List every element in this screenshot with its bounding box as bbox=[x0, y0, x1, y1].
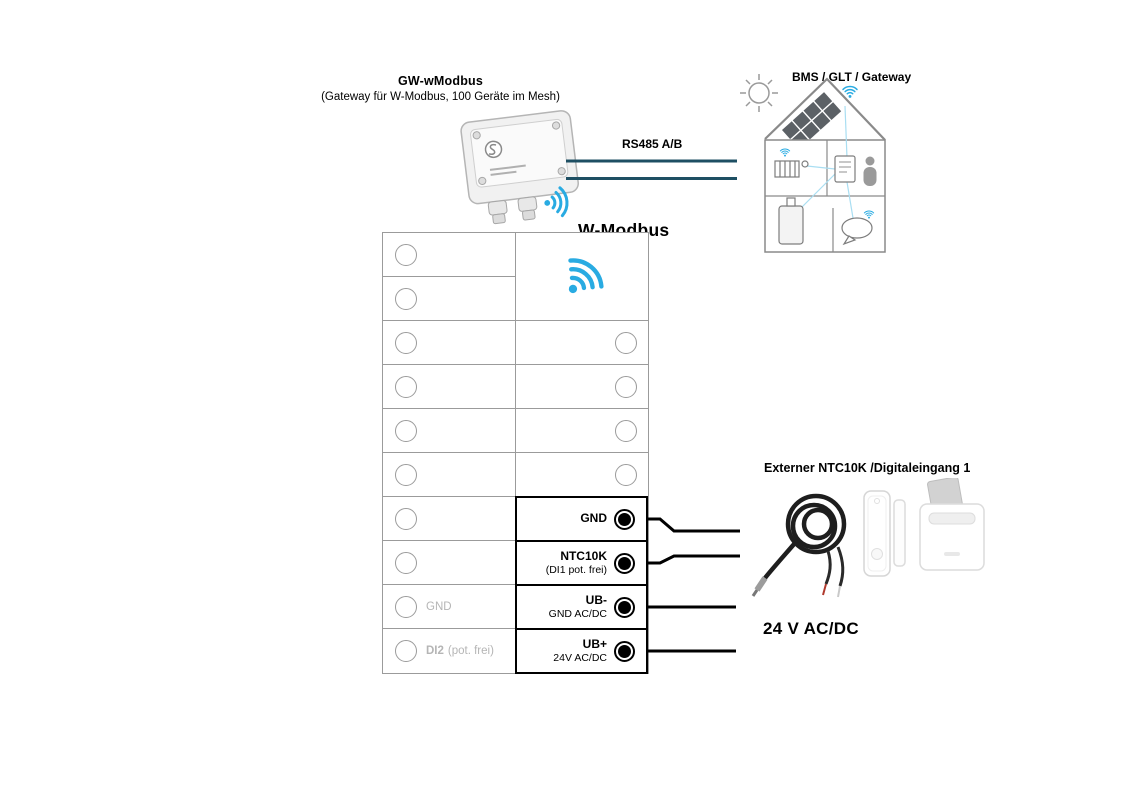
control-panel-icon bbox=[834, 155, 856, 183]
terminal-hole bbox=[395, 507, 417, 530]
terminal-left-cell bbox=[383, 365, 515, 409]
terminal-dot bbox=[614, 552, 635, 574]
wmodbus-wifi-icon bbox=[546, 240, 619, 313]
screw-icon bbox=[551, 121, 561, 130]
terminal-ub-plus: UB+ 24V AC/DC bbox=[515, 628, 648, 674]
terminal-hole bbox=[395, 331, 417, 354]
left-di2-label: DI2 (pot. frei) bbox=[426, 645, 494, 657]
terminal-left-cell bbox=[383, 233, 515, 277]
network-links bbox=[792, 105, 854, 219]
terminal-left-cell bbox=[383, 453, 515, 497]
terminal-hole bbox=[395, 287, 417, 310]
terminal-ub-minus-sublabel: GND AC/DC bbox=[548, 607, 607, 620]
roof-wifi-icon bbox=[843, 87, 857, 98]
rs485-label: RS485 A/B bbox=[622, 137, 683, 151]
door-contact-sensor bbox=[863, 490, 906, 577]
terminal-hole bbox=[395, 375, 417, 398]
terminal-left-cell bbox=[383, 409, 515, 453]
radiator-icon bbox=[774, 160, 809, 178]
gateway-caption: GW-wModbus (Gateway für W-Modbus, 100 Ge… bbox=[303, 74, 578, 103]
gateway-title: GW-wModbus bbox=[397, 74, 484, 88]
terminal-right-cell bbox=[516, 321, 649, 365]
terminal-gnd-label: GND bbox=[580, 511, 607, 526]
external-devices-illustration bbox=[751, 478, 985, 598]
terminal-ntc10k-sublabel: (DI1 pot. frei) bbox=[545, 563, 607, 576]
screw-icon bbox=[478, 176, 487, 186]
key-card-switch bbox=[919, 478, 985, 571]
terminal-ub-minus: UB- GND AC/DC bbox=[515, 584, 648, 630]
left-gnd-label: GND bbox=[426, 600, 452, 613]
device-lid bbox=[470, 118, 569, 188]
terminal-dot bbox=[614, 596, 635, 618]
terminal-ub-minus-label: UB- bbox=[585, 593, 607, 608]
terminal-left-cell-gnd: GND bbox=[383, 585, 515, 629]
device-print-lines bbox=[489, 164, 526, 176]
terminal-right-wifi-cell bbox=[516, 233, 649, 321]
terminal-hole bbox=[615, 463, 637, 486]
terminal-hole bbox=[615, 331, 637, 354]
terminal-dot bbox=[614, 508, 635, 530]
terminal-left-cell bbox=[383, 277, 515, 321]
device-wifi-icon bbox=[538, 182, 577, 221]
sensor-bubble-icon bbox=[841, 217, 873, 246]
building-illustration bbox=[740, 74, 886, 253]
terminal-left-cell bbox=[383, 321, 515, 365]
screw-icon bbox=[557, 167, 566, 176]
terminal-right-cell bbox=[516, 365, 649, 409]
ntc-cable-sensor bbox=[751, 493, 847, 598]
terminal-hole bbox=[395, 551, 417, 574]
cable-gland bbox=[487, 200, 508, 225]
terminal-hole bbox=[395, 595, 417, 618]
terminal-dot bbox=[614, 640, 635, 662]
terminal-ntc10k: NTC10K (DI1 pot. frei) bbox=[515, 540, 648, 586]
cable-gland bbox=[517, 196, 538, 221]
supply-voltage-label: 24 V AC/DC bbox=[763, 619, 859, 638]
terminal-right-cell bbox=[516, 409, 649, 453]
terminal-ub-plus-label: UB+ bbox=[582, 637, 607, 652]
terminal-hole bbox=[395, 640, 417, 662]
person-icon bbox=[863, 156, 877, 186]
terminal-hole bbox=[395, 419, 417, 442]
sun-icon bbox=[740, 74, 778, 112]
terminal-gnd: GND bbox=[515, 496, 648, 542]
terminal-hole bbox=[615, 419, 637, 442]
terminal-right-cell bbox=[516, 453, 649, 497]
terminal-left-cell bbox=[383, 541, 515, 585]
screw-icon bbox=[472, 131, 481, 140]
terminal-hole bbox=[395, 243, 417, 266]
terminal-block-left-column: GND DI2 (pot. frei) bbox=[383, 233, 516, 673]
terminal-hole bbox=[395, 463, 417, 486]
external-devices-label: Externer NTC10K /Digitaleingang 1 bbox=[764, 461, 971, 475]
terminal-left-cell bbox=[383, 497, 515, 541]
terminal-block: GND DI2 (pot. frei) GND NTC10 bbox=[382, 232, 649, 674]
gateway-device-illustration bbox=[460, 110, 579, 225]
boiler-icon bbox=[778, 197, 804, 245]
terminal-left-cell-di2: DI2 (pot. frei) bbox=[383, 629, 515, 673]
gateway-subtitle: (Gateway für W-Modbus, 100 Geräte im Mes… bbox=[321, 91, 560, 103]
bms-label: BMS / GLT / Gateway bbox=[792, 70, 912, 84]
roof bbox=[764, 77, 886, 141]
terminal-ntc10k-label: NTC10K bbox=[560, 549, 607, 564]
terminal-hole bbox=[615, 375, 637, 398]
sps-logo-s bbox=[488, 143, 497, 155]
terminal-ub-plus-sublabel: 24V AC/DC bbox=[553, 651, 607, 664]
